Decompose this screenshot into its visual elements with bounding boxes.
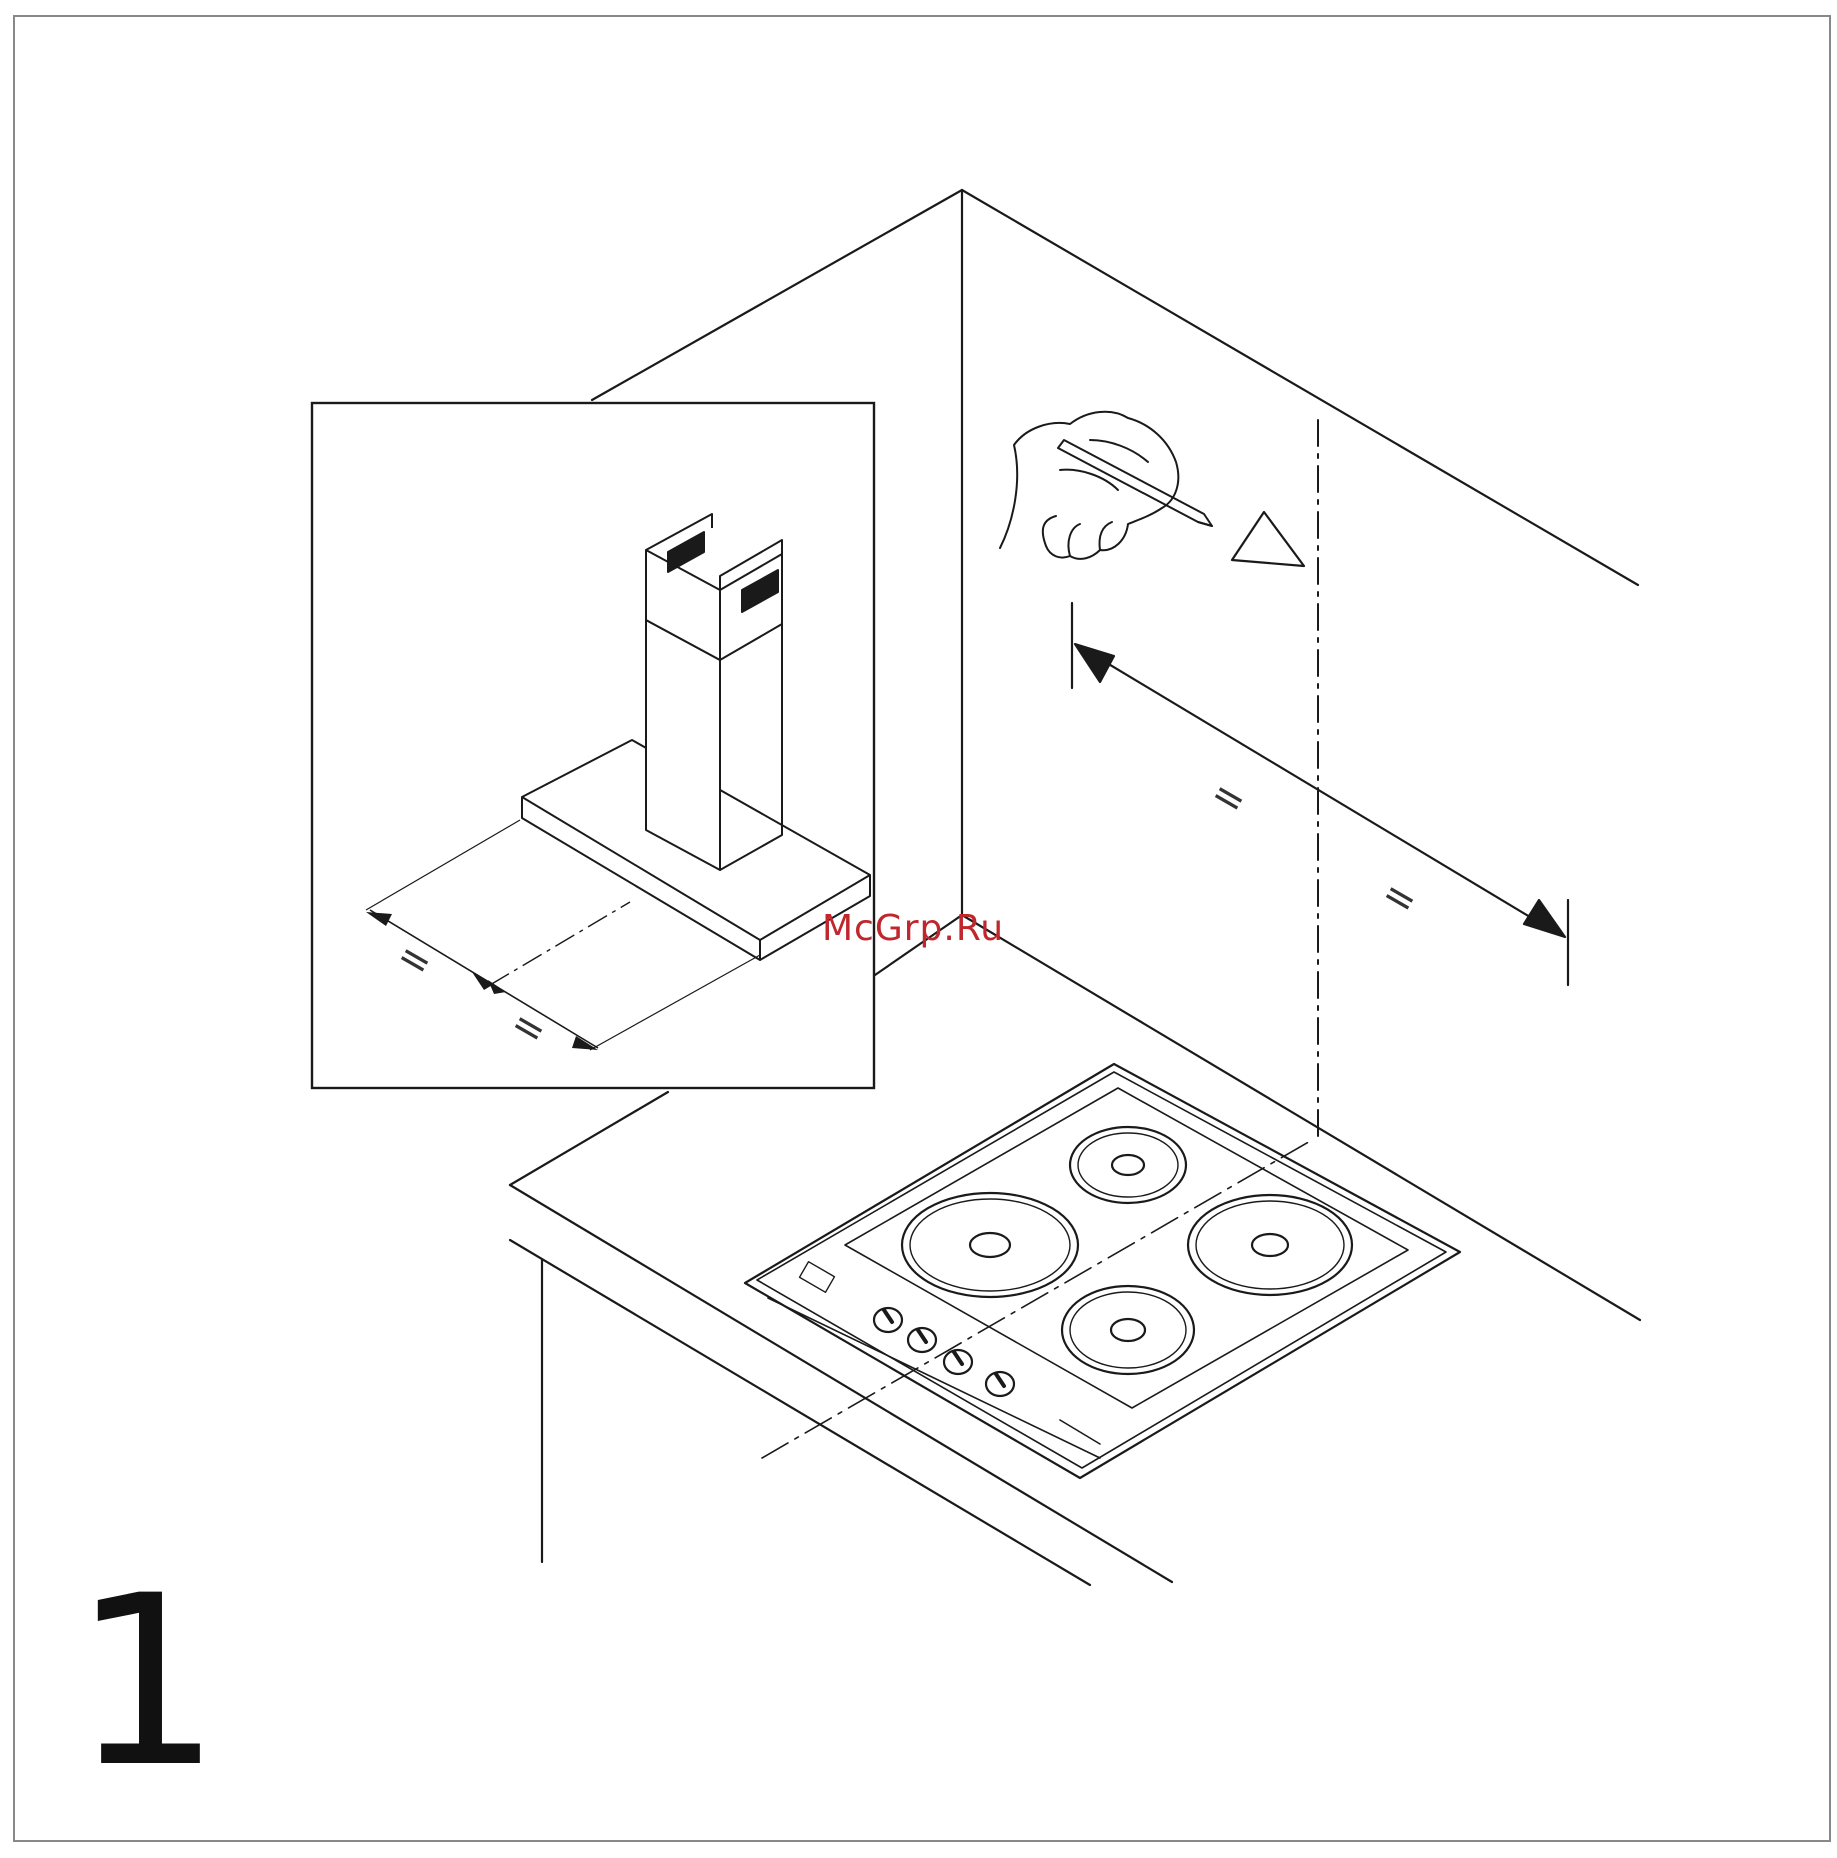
burner-right-large — [1186, 1193, 1354, 1297]
hand-with-pencil-icon — [999, 410, 1213, 560]
inset-panel — [310, 401, 876, 1090]
outer-frame — [13, 15, 1831, 1842]
countertop — [508, 1183, 1174, 1587]
burner-front — [1060, 1284, 1196, 1376]
knob-3 — [942, 1348, 974, 1376]
knob-1 — [872, 1306, 904, 1334]
mark-triangle-icon — [1230, 510, 1306, 568]
electric-hob-icon — [743, 1062, 1462, 1480]
knob-2 — [906, 1326, 938, 1354]
hob-centerline — [761, 1139, 1313, 1459]
burner-rear-right — [1068, 1125, 1188, 1205]
watermark: McGrp.Ru — [822, 908, 1005, 949]
step-number: 1 — [72, 1546, 222, 1819]
wall-dimension — [1070, 601, 1570, 987]
knob-4 — [984, 1370, 1016, 1398]
burner-left-large — [900, 1191, 1080, 1299]
room-corner — [508, 188, 1642, 1322]
